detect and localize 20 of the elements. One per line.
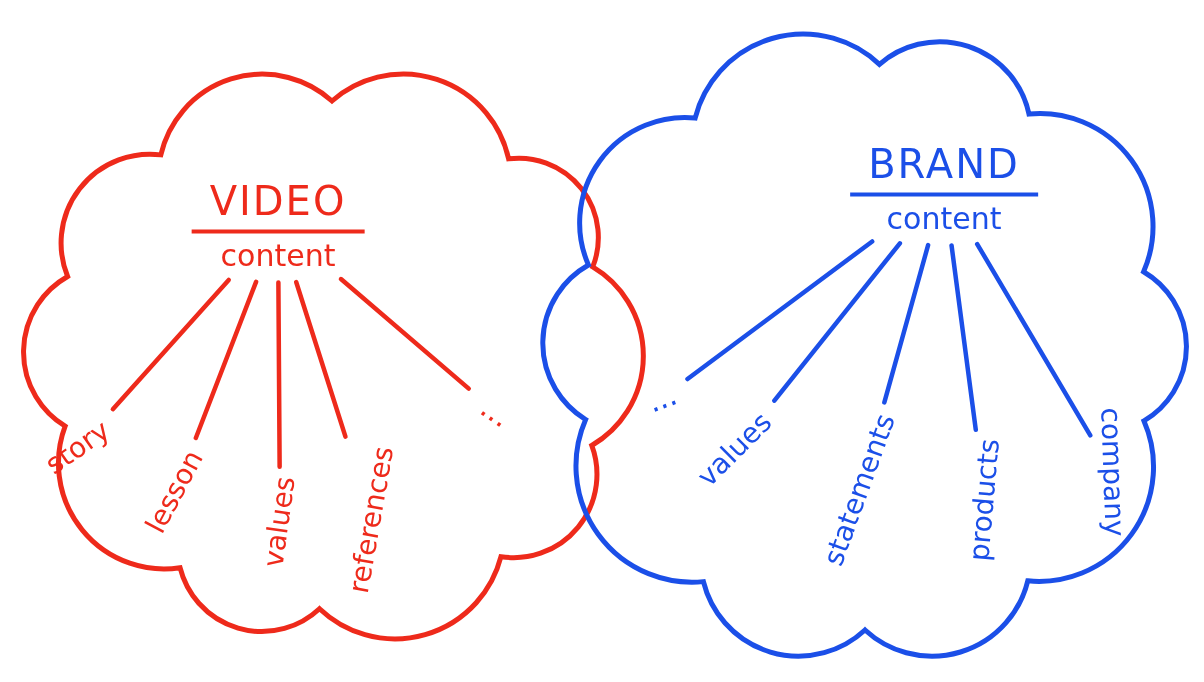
branch-label: ... (642, 377, 682, 419)
branch-line (772, 241, 903, 403)
branch-line (882, 242, 931, 405)
branch-line (685, 239, 875, 382)
branch-label: company (1094, 406, 1130, 538)
branch-line (276, 280, 282, 469)
branch-line (949, 243, 979, 433)
branch-label: values (258, 474, 302, 570)
branch-line (110, 277, 231, 412)
branch-label: references (343, 444, 401, 596)
subtitle-text: content (220, 237, 336, 273)
title-text: BRAND (850, 140, 1038, 197)
branch-line (293, 279, 348, 439)
branch-label: products (964, 437, 1006, 563)
branch-line (193, 279, 259, 441)
subtitle-text: content (886, 200, 1002, 236)
title-text: VIDEO (191, 177, 365, 234)
branch-line (974, 241, 1093, 438)
branch-label: ... (474, 390, 518, 434)
branch-line (338, 276, 471, 391)
